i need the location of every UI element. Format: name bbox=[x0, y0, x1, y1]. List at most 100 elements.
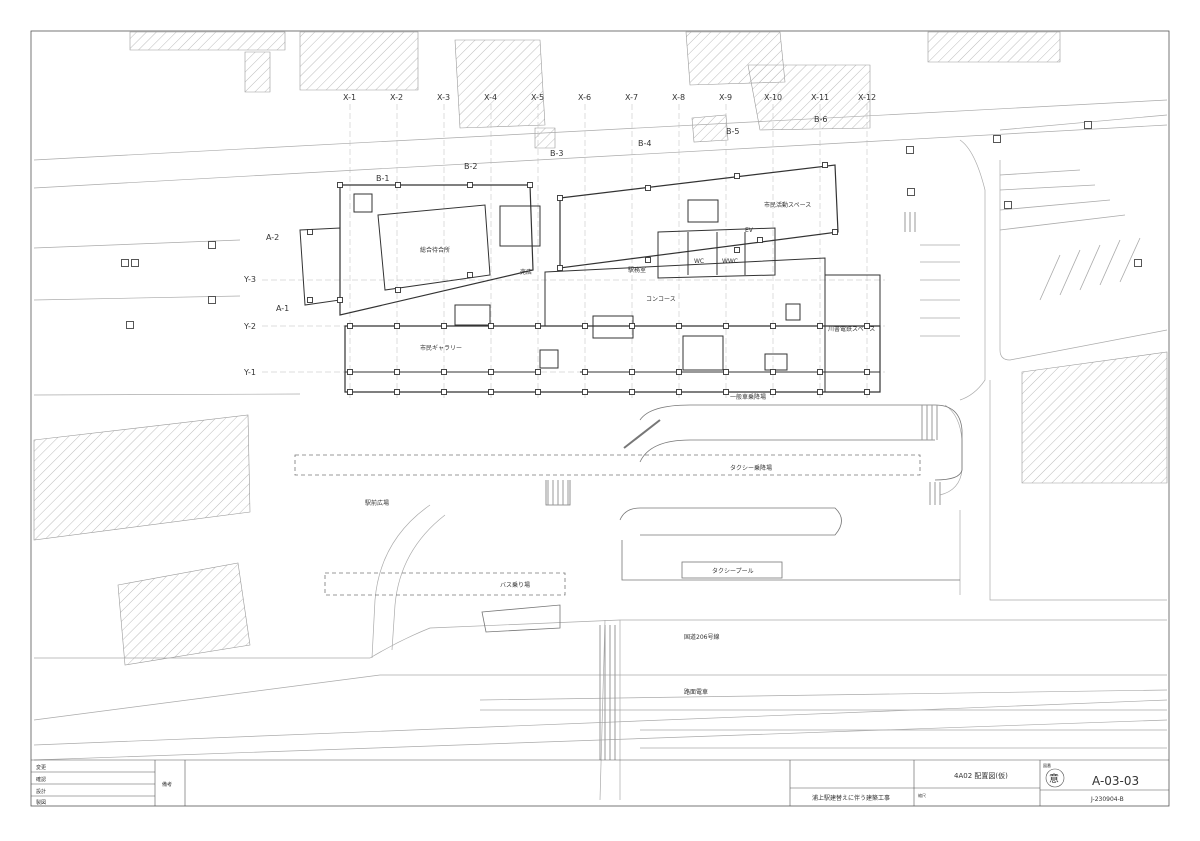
column-34 bbox=[864, 323, 870, 329]
room-office-label: 駅務室 bbox=[628, 266, 646, 274]
column-8 bbox=[441, 369, 447, 375]
site-labels: 一般車乗降場 タクシー乗降場 駅前広場 バス乗り場 タクシープール 国道206号… bbox=[365, 393, 772, 696]
column-52 bbox=[757, 237, 763, 243]
site-marker-8 bbox=[1084, 121, 1092, 129]
column-11 bbox=[488, 369, 494, 375]
building-columns bbox=[307, 162, 870, 395]
room-labels: 総合待合所 市民ギャラリー コンコース 市民活動スペース 川書電鉄スペース WW… bbox=[420, 201, 875, 352]
column-30 bbox=[770, 389, 776, 395]
column-31 bbox=[817, 323, 823, 329]
column-27 bbox=[723, 389, 729, 395]
bus-stop-label: バス乗り場 bbox=[500, 581, 530, 589]
column-17 bbox=[582, 369, 588, 375]
site-marker-11 bbox=[907, 188, 915, 196]
axis-label-x3: X-3 bbox=[437, 93, 450, 102]
axis-label-b5: B-5 bbox=[726, 127, 739, 136]
stamp-text: 意 bbox=[1049, 772, 1059, 785]
column-19 bbox=[629, 323, 635, 329]
room-waiting-label: 総合待合所 bbox=[420, 246, 450, 254]
room-tourism-space-label: 川書電鉄スペース bbox=[828, 325, 875, 333]
column-37 bbox=[337, 182, 343, 188]
column-48 bbox=[557, 265, 563, 271]
column-50 bbox=[734, 247, 740, 253]
axis-label-x2: X-2 bbox=[390, 93, 403, 102]
axis-label-x11: X-11 bbox=[811, 93, 829, 102]
parking-stripes bbox=[920, 169, 1141, 337]
column-4 bbox=[394, 323, 400, 329]
axis-label-y1: Y-1 bbox=[243, 368, 256, 377]
row-label-drafting: 製図 bbox=[36, 799, 46, 806]
drawing-no-label: 図番 bbox=[1043, 762, 1051, 768]
site-markers bbox=[121, 121, 1142, 329]
axis-label-x7: X-7 bbox=[625, 93, 638, 102]
axis-label-x6: X-6 bbox=[578, 93, 591, 102]
station-building bbox=[299, 164, 881, 393]
column-13 bbox=[535, 323, 541, 329]
roads bbox=[33, 99, 1168, 801]
column-26 bbox=[723, 369, 729, 375]
scale-label: 縮尺 bbox=[918, 792, 926, 798]
traffic-islands bbox=[294, 404, 963, 633]
job-number: J-230904-B bbox=[1090, 796, 1124, 803]
room-civic-space-label: 市民活動スペース bbox=[764, 201, 811, 209]
neighbor-buildings bbox=[33, 31, 1168, 666]
column-16 bbox=[582, 323, 588, 329]
column-9 bbox=[441, 389, 447, 395]
column-53 bbox=[307, 229, 313, 235]
site-marker-1 bbox=[126, 321, 134, 329]
room-ev-label: EV bbox=[745, 227, 754, 234]
axis-label-a2: A-2 bbox=[266, 233, 279, 242]
column-20 bbox=[629, 369, 635, 375]
column-36 bbox=[864, 389, 870, 395]
axis-label-x10: X-10 bbox=[764, 93, 782, 102]
drawing-number: A-03-03 bbox=[1092, 774, 1139, 788]
column-7 bbox=[441, 323, 447, 329]
column-5 bbox=[394, 369, 400, 375]
route206-label: 国道206号線 bbox=[684, 633, 719, 641]
title-block bbox=[31, 759, 1169, 806]
site-marker-6 bbox=[906, 146, 914, 154]
column-39 bbox=[467, 182, 473, 188]
column-54 bbox=[307, 297, 313, 303]
column-3 bbox=[347, 389, 353, 395]
column-43 bbox=[467, 272, 473, 278]
column-49 bbox=[645, 257, 651, 263]
column-33 bbox=[817, 389, 823, 395]
axis-label-x4: X-4 bbox=[484, 93, 497, 102]
site-marker-2 bbox=[131, 259, 139, 267]
axis-label-b3: B-3 bbox=[550, 149, 563, 158]
room-shop-label: 売店 bbox=[520, 268, 532, 276]
column-28 bbox=[770, 323, 776, 329]
column-21 bbox=[629, 389, 635, 395]
column-12 bbox=[488, 389, 494, 395]
column-22 bbox=[676, 323, 682, 329]
axis-label-x12: X-12 bbox=[858, 93, 876, 102]
axis-label-x1: X-1 bbox=[343, 93, 356, 102]
tram-label: 路面電車 bbox=[684, 688, 708, 696]
grid-labels: X-1 X-2 X-3 X-4 X-5 X-6 X-7 X-8 X-9 X-10… bbox=[243, 93, 876, 377]
column-14 bbox=[535, 369, 541, 375]
column-45 bbox=[645, 185, 651, 191]
room-concourse-label: コンコース bbox=[646, 296, 676, 303]
title-block-text: 変更 確認 設計 製図 備考 4A02 配置図(仮) 浦上駅建替えに伴う建築工事… bbox=[36, 762, 1139, 806]
axis-label-x5: X-5 bbox=[531, 93, 544, 102]
axis-label-b2: B-2 bbox=[464, 162, 477, 171]
column-15 bbox=[535, 389, 541, 395]
column-44 bbox=[557, 195, 563, 201]
column-42 bbox=[337, 297, 343, 303]
taxi-pool-label: タクシープール bbox=[712, 567, 754, 575]
site-marker-4 bbox=[208, 296, 216, 304]
sheet-border bbox=[30, 30, 1170, 807]
axis-label-a1: A-1 bbox=[276, 304, 289, 313]
axis-label-y2: Y-2 bbox=[243, 322, 256, 331]
station-plaza-label: 駅前広場 bbox=[365, 499, 389, 507]
axis-label-y3: Y-3 bbox=[243, 275, 256, 284]
column-47 bbox=[822, 162, 828, 168]
row-label-check: 確認 bbox=[36, 776, 46, 783]
row-label-design: 設計 bbox=[36, 788, 46, 795]
site-marker-9 bbox=[1004, 201, 1012, 209]
crosswalks bbox=[547, 212, 941, 760]
axis-label-x9: X-9 bbox=[719, 93, 732, 102]
